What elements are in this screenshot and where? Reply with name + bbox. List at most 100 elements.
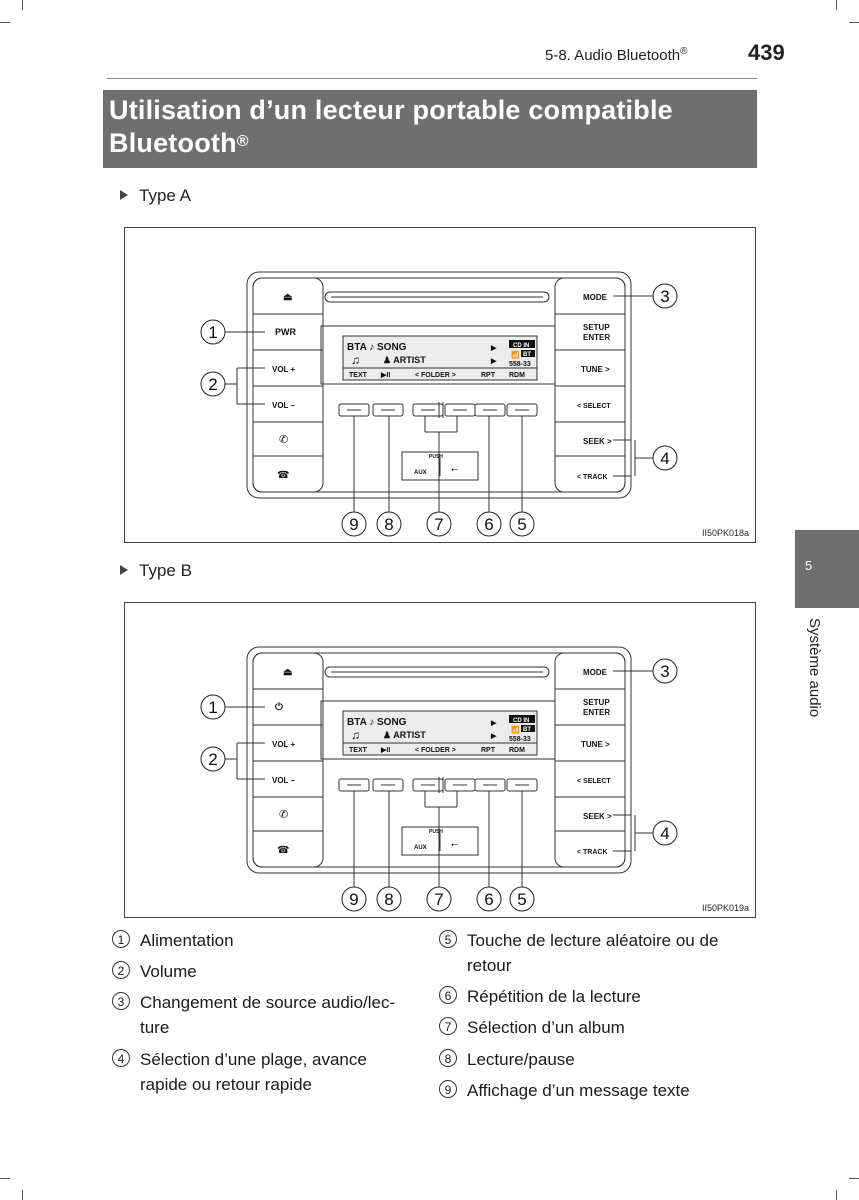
title-line-1: Utilisation d’un lecteur portable compat… [109, 95, 673, 125]
callout-circle [652, 820, 678, 846]
crop-mark [836, 0, 837, 10]
vol-minus-label: VOL – [272, 401, 296, 410]
page-number: 439 [748, 40, 785, 65]
legend-text: Affichage d’un message texte [467, 1078, 690, 1103]
callout-number: 1 [208, 323, 217, 342]
legend-text: Sélection d’un album [467, 1015, 625, 1040]
legend-text: Touche de lecture aléatoire ou de retour [467, 928, 718, 978]
cd-slot [324, 291, 550, 303]
callout-number: 9 [349, 890, 358, 909]
callout-circle [509, 886, 535, 912]
callout-number: 7 [434, 515, 443, 534]
vol-minus-label: VOL – [272, 776, 296, 785]
crop-mark [836, 1190, 837, 1200]
lcd-bt-badge [521, 725, 535, 732]
callout-number: 4 [660, 449, 669, 468]
callout-circle [200, 371, 226, 397]
legend-line: Volume [140, 962, 197, 981]
crop-mark [22, 0, 23, 10]
preset-button [474, 778, 506, 792]
select-button-label: < SELECT [577, 778, 611, 785]
head-unit-lines [225, 646, 653, 887]
lcd-softkey-label: ▶II [380, 372, 390, 379]
crop-mark [849, 1178, 859, 1179]
triangle-bullet-icon [120, 565, 128, 575]
head-unit-lines [225, 271, 653, 512]
legend-text: Volume [140, 959, 197, 984]
lcd-line-1: BTA ♪ SONG [347, 342, 407, 353]
preset-button [474, 403, 506, 417]
music-note-icon: ♫ [351, 728, 360, 742]
legend-line: Sélection d’une plage, avance [140, 1050, 367, 1069]
chapter-label: Système audio [806, 618, 823, 718]
lcd-line-2: ♟ ARTIST [383, 730, 426, 740]
eject-icon: ⏏ [283, 667, 293, 678]
callout-number: 5 [517, 515, 526, 534]
legend-number: 4 [112, 1049, 130, 1067]
lcd-cd-badge [509, 340, 535, 348]
enter-button-label: ENTER [583, 333, 610, 342]
legend-line: retour [467, 956, 512, 975]
lcd-softkey-label: ▶II [380, 747, 390, 754]
right-button-column [554, 277, 626, 493]
legend-number: 8 [439, 1049, 457, 1067]
legend-number: 7 [439, 1017, 457, 1035]
left-button-column [252, 652, 324, 868]
legend-text: Alimentation [140, 928, 234, 953]
callout-circle [376, 511, 402, 537]
right-button-column [554, 652, 626, 868]
callout-circle [341, 886, 367, 912]
track-button-label: < TRACK [577, 849, 608, 856]
track-button-label: < TRACK [577, 474, 608, 481]
aux-usb-panel [401, 826, 479, 856]
section-title: Utilisation d’un lecteur portable compat… [103, 90, 757, 168]
lcd-line-2: ♟ ARTIST [383, 355, 426, 365]
legend-number: 2 [112, 961, 130, 979]
legend-text: Répétition de la lecture [467, 984, 641, 1009]
enter-button-label: ENTER [583, 708, 610, 717]
legend-number: 3 [112, 992, 130, 1010]
aux-usb-panel [401, 451, 479, 481]
lcd-arrow: ▶ [490, 345, 497, 352]
preset-button [372, 778, 404, 792]
callout-circle [509, 511, 535, 537]
phone-pickup-icon: ✆ [279, 809, 288, 821]
eject-icon: ⏏ [283, 292, 293, 303]
legend-text: Lecture/pause [467, 1047, 575, 1072]
setup-button-label: SETUP [583, 698, 610, 707]
legend-line: Sélection d’un album [467, 1018, 625, 1037]
callout-number: 9 [349, 515, 358, 534]
signal-icon: 📶 [511, 725, 520, 734]
callout-number: 8 [384, 515, 393, 534]
legend-line: rapide ou retour rapide [140, 1075, 313, 1094]
lcd-bt-badge [521, 350, 535, 357]
music-note-icon: ♫ [351, 353, 360, 367]
callout-circle [652, 283, 678, 309]
callout-number: 5 [517, 890, 526, 909]
lcd-screen [342, 335, 538, 381]
legend-line: Touche de lecture aléatoire ou de [467, 931, 719, 950]
legend-line: ture [140, 1018, 170, 1037]
seek-button-label: SEEK > [583, 437, 612, 446]
callout-circle [652, 658, 678, 684]
aux-label: AUX [414, 845, 427, 851]
callout-circle [426, 886, 452, 912]
push-label: PUSH [429, 829, 443, 835]
select-button-label: < SELECT [577, 403, 611, 410]
legend-number: 6 [439, 986, 457, 1004]
usb-icon: ⭠ [451, 464, 458, 474]
callout-circle [200, 319, 226, 345]
lcd-time: 558-33 [509, 736, 531, 743]
legend-text: Changement de source audio/lec-ture [140, 990, 395, 1040]
legend-text: Sélection d’une plage, avance rapide ou r… [140, 1047, 367, 1097]
cd-slot [324, 666, 550, 678]
crop-mark [22, 1190, 23, 1200]
callout-number: 6 [484, 515, 493, 534]
legend-line: Affichage d’un message texte [467, 1081, 690, 1100]
preset-button [372, 403, 404, 417]
chapter-tab: 5 [795, 530, 859, 608]
